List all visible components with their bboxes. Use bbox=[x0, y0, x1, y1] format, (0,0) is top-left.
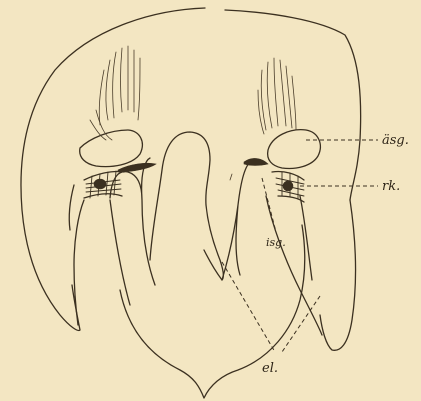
leader-el-left bbox=[222, 262, 275, 352]
right-reticulum bbox=[272, 171, 304, 202]
label-asg: äsg. bbox=[382, 133, 409, 148]
left-lateral-lobe bbox=[69, 185, 74, 230]
right-inner-lobe bbox=[266, 196, 322, 335]
right-tooth-fibers bbox=[258, 58, 296, 134]
right-tooth-outline bbox=[268, 130, 321, 169]
right-dark-band bbox=[244, 158, 268, 165]
left-lobe bbox=[74, 200, 130, 325]
small-mark bbox=[230, 174, 232, 180]
outer-contour bbox=[21, 8, 205, 330]
central-right-lobe bbox=[222, 160, 252, 280]
central-tongue bbox=[150, 132, 223, 280]
leader-isg bbox=[262, 178, 276, 232]
outer-contour-right-lower bbox=[320, 200, 356, 350]
left-tooth-fibers bbox=[90, 46, 140, 140]
left-tooth-outline bbox=[80, 130, 143, 167]
label-el: el. bbox=[262, 361, 278, 376]
label-isg: isg. bbox=[266, 236, 286, 249]
left-inner-lobe bbox=[110, 158, 155, 285]
leader-el-right bbox=[282, 296, 320, 352]
label-rk: rk. bbox=[382, 179, 400, 194]
